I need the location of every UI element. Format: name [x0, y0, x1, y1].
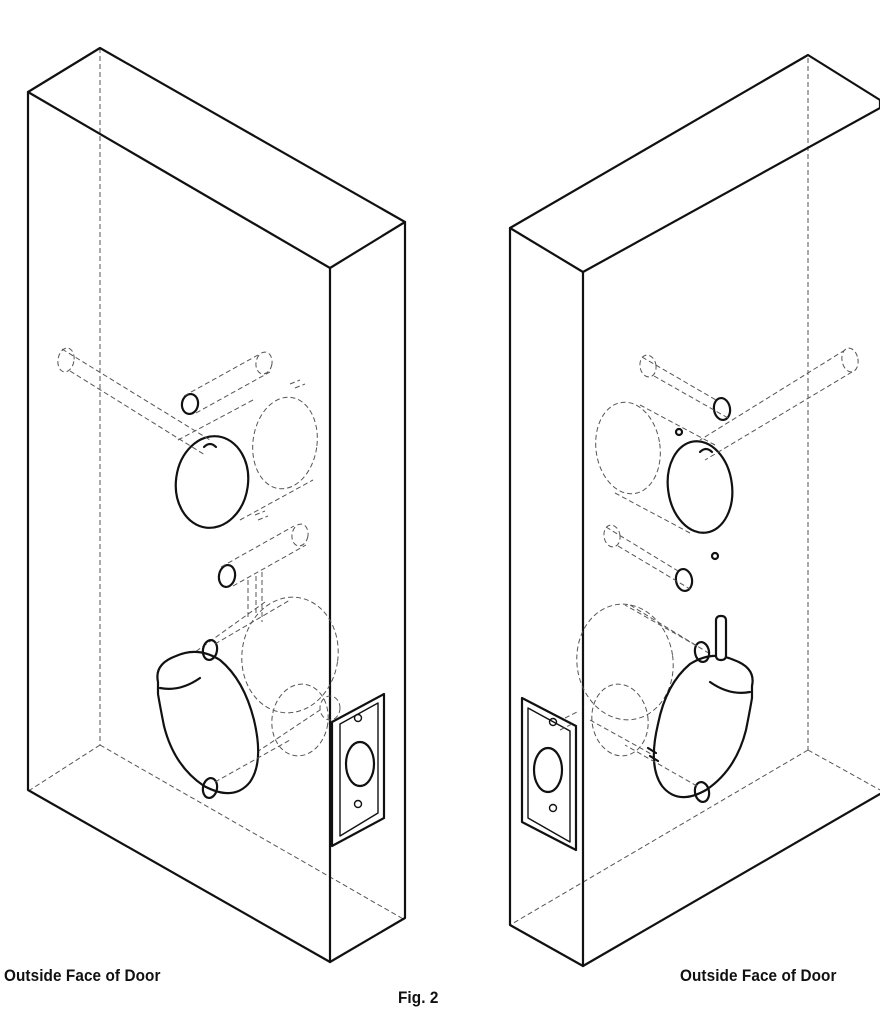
left-diagonal-hidden-bore [57, 347, 211, 456]
right-caption: Outside Face of Door [680, 966, 837, 985]
right-top-pin-bore [639, 354, 732, 422]
left-door-outline [26, 46, 407, 964]
right-door-outline [508, 53, 880, 968]
left-upper-bore [174, 379, 318, 529]
left-door-hidden-edges [29, 48, 406, 921]
right-middle-pin [603, 524, 694, 593]
left-top-pin-bore [180, 351, 273, 416]
right-door [508, 53, 880, 968]
right-lower-bore [576, 603, 754, 804]
left-middle-pin [217, 523, 309, 622]
figure-number: Fig. 2 [398, 988, 439, 1007]
right-edge-faceplate [520, 696, 578, 852]
left-edge-faceplate [330, 692, 386, 848]
right-upper-bore [595, 401, 734, 561]
left-lower-bore [156, 596, 341, 800]
left-door [26, 46, 407, 964]
left-caption: Outside Face of Door [4, 966, 161, 985]
right-diagonal-hidden-bore [699, 347, 859, 461]
right-door-hidden-edges [509, 58, 880, 926]
